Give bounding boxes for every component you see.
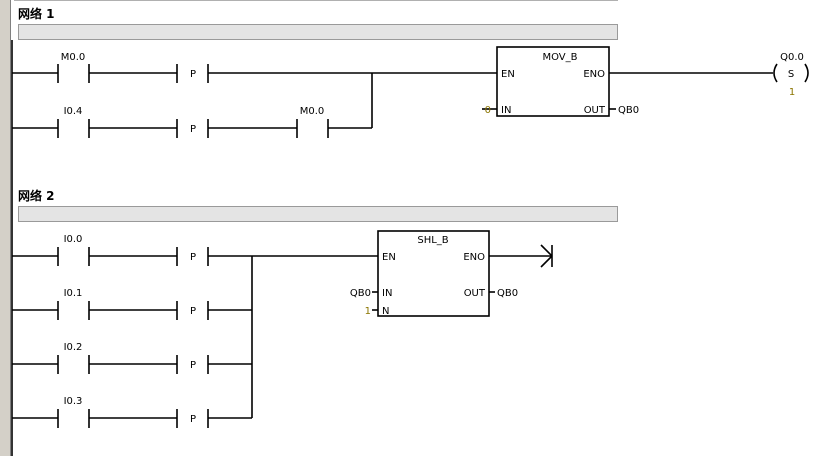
- contact-m0-0[interactable]: M0.0: [61, 52, 86, 63]
- edge-label[interactable]: P: [190, 252, 196, 263]
- coil-type-label: S: [788, 69, 794, 80]
- pin-en-label: EN: [382, 252, 396, 263]
- pin-out-label: OUT: [464, 288, 486, 299]
- contact-i0-4[interactable]: I0.4: [64, 106, 83, 117]
- coil-address-label: Q0.0: [780, 52, 804, 63]
- contact-i0-0-label[interactable]: I0.0: [64, 234, 83, 245]
- network-2-title[interactable]: 网络 2: [18, 189, 55, 203]
- in-operand-value[interactable]: QB0: [350, 288, 371, 299]
- pin-in-label: IN: [382, 288, 392, 299]
- edge-label[interactable]: P: [190, 306, 196, 317]
- block-name: MOV_B: [542, 52, 577, 63]
- block-name: SHL_B: [417, 235, 448, 246]
- network-2-comment[interactable]: [18, 206, 618, 222]
- out-operand-value[interactable]: QB0: [618, 105, 639, 116]
- contact-i0-1-label[interactable]: I0.1: [64, 288, 83, 299]
- edge-p-contact[interactable]: P: [190, 124, 196, 135]
- contact-i0-2-label[interactable]: I0.2: [64, 342, 83, 353]
- pin-in-label: IN: [501, 105, 511, 116]
- top-divider: [14, 0, 618, 1]
- mov-b-block[interactable]: MOV_B EN ENO IN OUT: [501, 52, 606, 116]
- coil-count-value: 1: [789, 87, 795, 98]
- pin-eno-label: ENO: [583, 69, 605, 80]
- shl-b-block[interactable]: SHL_B EN ENO IN OUT N: [382, 235, 486, 317]
- pin-out-label: OUT: [584, 105, 606, 116]
- edge-label[interactable]: P: [190, 414, 196, 425]
- contact-address-label: M0.0: [61, 52, 86, 63]
- pin-n-label: N: [382, 306, 389, 317]
- contact-i0-3-label[interactable]: I0.3: [64, 396, 83, 407]
- edge-label[interactable]: P: [190, 360, 196, 371]
- pin-en-label: EN: [501, 69, 515, 80]
- pin-eno-label: ENO: [463, 252, 485, 263]
- n-constant-value[interactable]: 1: [365, 306, 371, 317]
- left-gutter: [0, 0, 11, 456]
- edge-p-contact[interactable]: P: [190, 69, 196, 80]
- set-coil[interactable]: Q0.0 S 1: [780, 52, 804, 98]
- in-constant-value[interactable]: 0: [485, 105, 491, 116]
- out-operand-value[interactable]: QB0: [497, 288, 518, 299]
- contact-address-label: M0.0: [300, 106, 325, 117]
- network-1-title[interactable]: 网络 1: [18, 7, 55, 21]
- edge-label: P: [190, 124, 196, 135]
- contact-address-label: I0.4: [64, 106, 83, 117]
- contact-m0-0-series[interactable]: M0.0: [300, 106, 325, 117]
- network-1-comment[interactable]: [18, 24, 618, 40]
- edge-label: P: [190, 69, 196, 80]
